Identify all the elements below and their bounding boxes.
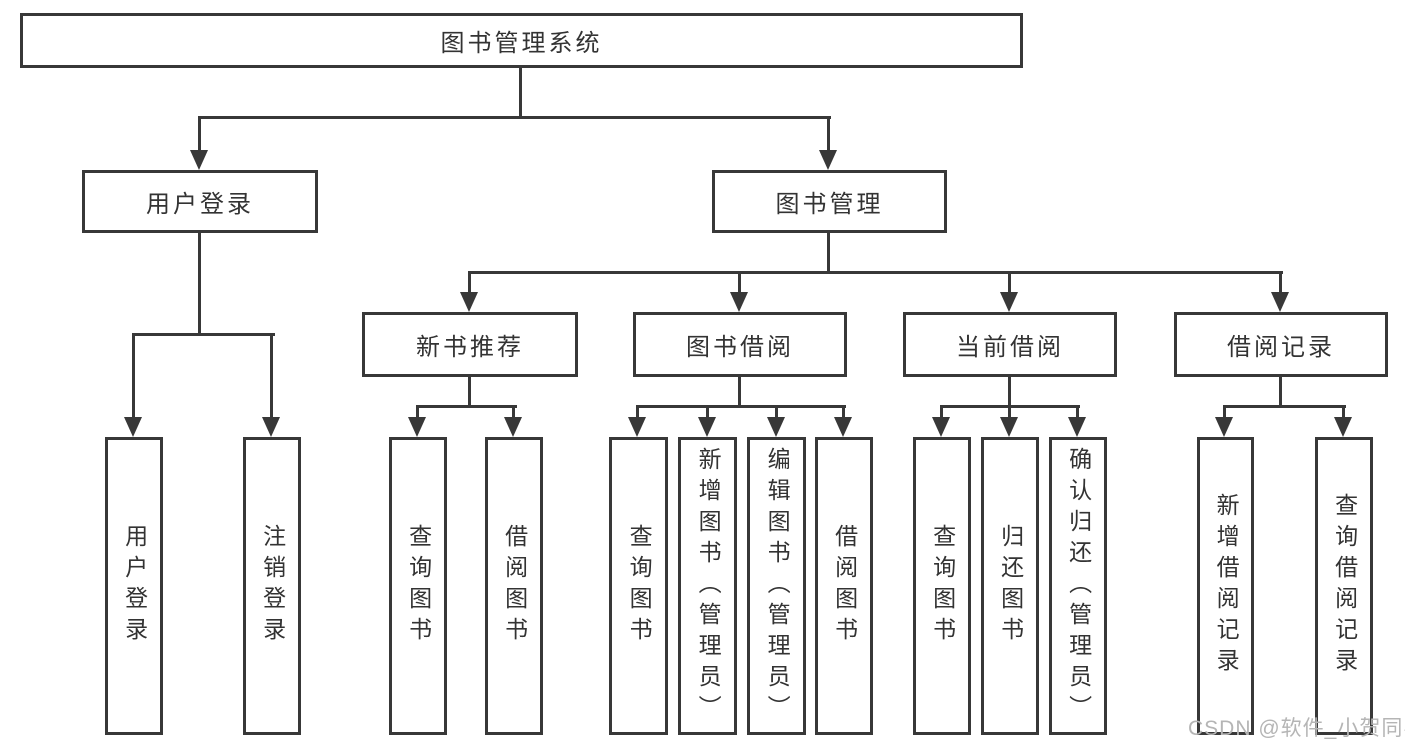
arrowhead-down-icon: [408, 417, 426, 437]
arrowhead-down-icon: [124, 417, 142, 437]
connector-root-to-user-login: [198, 116, 201, 152]
node-current-borrow-label: 当前借阅: [956, 334, 1064, 361]
connector-to-leaf: [512, 405, 515, 419]
arrowhead-down-icon: [460, 292, 478, 312]
arrowhead-down-icon: [730, 292, 748, 312]
connector-new-book-recommend-rail: [417, 405, 517, 408]
arrowhead-down-icon: [262, 417, 280, 437]
connector-to-leaf: [1076, 405, 1079, 419]
connector-to-book-borrow: [738, 271, 741, 294]
arrowhead-down-icon: [1215, 417, 1233, 437]
connector-to-leaf-user-login: [132, 333, 135, 419]
connector-root-rail: [199, 116, 831, 119]
arrowhead-down-icon: [1271, 292, 1289, 312]
leaf-user-login-label: 用户登录: [121, 524, 148, 648]
node-book-borrow-label: 图书借阅: [686, 334, 794, 361]
arrowhead-down-icon: [767, 417, 785, 437]
connector-to-leaf: [1342, 405, 1345, 419]
connector-to-leaf: [775, 405, 778, 419]
leaf-confirm-return-admin-label: 确认归还（管理员）: [1065, 446, 1092, 726]
leaf-add-books-admin: 新增图书（管理员）: [678, 437, 737, 735]
connector-book-borrow-rail: [637, 405, 846, 408]
connector-book-borrow-stem: [738, 377, 741, 408]
connector-user-login-stem: [198, 233, 201, 336]
connector-to-current-borrow: [1008, 271, 1011, 294]
connector-to-borrow-records: [1279, 271, 1282, 294]
leaf-borrow-books-label: 借阅图书: [831, 524, 858, 648]
arrowhead-down-icon: [698, 417, 716, 437]
connector-new-book-recommend-stem: [468, 377, 471, 408]
leaf-query-books-current-label: 查询图书: [929, 524, 956, 648]
connector-to-new-book-recommend: [468, 271, 471, 294]
node-root: 图书管理系统: [20, 13, 1023, 68]
leaf-query-books-borrow-label: 查询图书: [626, 524, 653, 648]
leaf-return-books-label: 归还图书: [997, 524, 1024, 648]
arrowhead-down-icon: [190, 150, 208, 170]
connector-borrow-records-rail: [1224, 405, 1346, 408]
leaf-query-books-current: 查询图书: [913, 437, 971, 735]
arrowhead-down-icon: [834, 417, 852, 437]
connector-to-leaf-logout: [270, 333, 273, 419]
connector-to-leaf: [842, 405, 845, 419]
connector-to-leaf: [1223, 405, 1226, 419]
connector-to-leaf: [706, 405, 709, 419]
node-borrow-records-label: 借阅记录: [1227, 334, 1335, 361]
node-book-management-label: 图书管理: [775, 191, 884, 218]
csdn-watermark: CSDN @软件_小贺同学: [1188, 717, 1405, 740]
leaf-edit-books-admin-label: 编辑图书（管理员）: [764, 446, 791, 726]
node-user-login: 用户登录: [82, 170, 318, 233]
leaf-query-borrow-record-label: 查询借阅记录: [1331, 493, 1358, 679]
leaf-add-borrow-record-label: 新增借阅记录: [1213, 493, 1240, 679]
leaf-add-borrow-record: 新增借阅记录: [1197, 437, 1254, 735]
leaf-borrow-books: 借阅图书: [815, 437, 873, 735]
leaf-logout-label: 注销登录: [259, 524, 286, 648]
node-new-book-recommend: 新书推荐: [362, 312, 578, 377]
leaf-return-books: 归还图书: [981, 437, 1039, 735]
node-new-book-recommend-label: 新书推荐: [416, 334, 524, 361]
connector-to-leaf: [1008, 405, 1011, 419]
leaf-query-books-recommend-label: 查询图书: [405, 524, 432, 648]
arrowhead-down-icon: [1000, 292, 1018, 312]
connector-book-management-stem: [827, 233, 830, 274]
leaf-query-books-borrow: 查询图书: [609, 437, 668, 735]
arrowhead-down-icon: [1000, 417, 1018, 437]
arrowhead-down-icon: [932, 417, 950, 437]
arrowhead-down-icon: [1068, 417, 1086, 437]
connector-current-borrow-stem: [1008, 377, 1011, 408]
node-current-borrow: 当前借阅: [903, 312, 1117, 377]
arrowhead-down-icon: [1334, 417, 1352, 437]
connector-root-to-book-management: [827, 116, 830, 152]
node-book-borrow: 图书借阅: [633, 312, 847, 377]
connector-to-leaf: [636, 405, 639, 419]
leaf-edit-books-admin: 编辑图书（管理员）: [747, 437, 806, 735]
arrowhead-down-icon: [504, 417, 522, 437]
connector-to-leaf: [940, 405, 943, 419]
node-book-management: 图书管理: [712, 170, 947, 233]
connector-user-login-rail: [133, 333, 275, 336]
leaf-borrow-books-recommend-label: 借阅图书: [501, 524, 528, 648]
connector-to-leaf: [416, 405, 419, 419]
leaf-query-books-recommend: 查询图书: [389, 437, 447, 735]
leaf-borrow-books-recommend: 借阅图书: [485, 437, 543, 735]
connector-root-stem: [519, 68, 522, 119]
connector-borrow-records-stem: [1279, 377, 1282, 408]
node-borrow-records: 借阅记录: [1174, 312, 1388, 377]
connector-book-management-rail: [469, 271, 1283, 274]
leaf-query-borrow-record: 查询借阅记录: [1315, 437, 1373, 735]
leaf-user-login: 用户登录: [105, 437, 163, 735]
leaf-add-books-admin-label: 新增图书（管理员）: [695, 446, 722, 726]
node-root-label: 图书管理系统: [440, 30, 603, 57]
leaf-confirm-return-admin: 确认归还（管理员）: [1049, 437, 1107, 735]
leaf-logout: 注销登录: [243, 437, 301, 735]
arrowhead-down-icon: [819, 150, 837, 170]
arrowhead-down-icon: [628, 417, 646, 437]
node-user-login-label: 用户登录: [146, 191, 254, 218]
